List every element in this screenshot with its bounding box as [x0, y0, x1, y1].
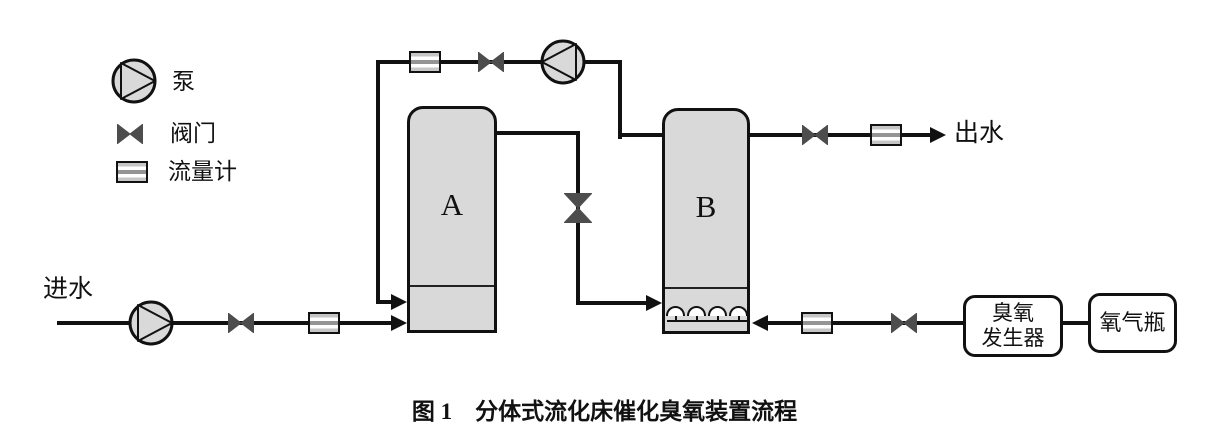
- ozone-flow-meter-icon: [801, 312, 833, 334]
- oxygen-cylinder-box: 氧气瓶: [1088, 293, 1177, 353]
- inlet-pipe: [57, 321, 393, 325]
- diffuser-stem: [738, 316, 740, 321]
- diffuser-stem: [696, 316, 698, 321]
- legend-flow-meter-label: 流量计: [168, 159, 237, 184]
- recirc-b-riser-pipe: [618, 60, 622, 139]
- recirc-stub-pipe: [376, 300, 393, 304]
- outlet-arrow-icon: [930, 127, 946, 143]
- diffuser-dome-icon: [708, 306, 727, 316]
- inlet-flow-meter-icon: [308, 312, 340, 334]
- recirc-down-pipe: [376, 60, 380, 304]
- vessel-a-divider: [410, 285, 494, 287]
- recirc-valve-icon: [477, 51, 505, 73]
- transfer-valve-icon: [563, 192, 593, 224]
- ozone-pipe: [766, 321, 963, 325]
- ozone-generator-label-line2: 发生器: [981, 326, 1045, 350]
- legend-valve-icon: [116, 123, 144, 145]
- diffuser-dome-icon: [687, 306, 706, 316]
- ozone-arrow-icon: [752, 315, 768, 331]
- vessel-a-label: A: [440, 187, 464, 222]
- transfer-top-pipe: [495, 131, 580, 135]
- ozone-generator-box: 臭氧 发生器: [963, 295, 1063, 357]
- vessel-b-label: B: [695, 189, 717, 224]
- inlet-valve-icon: [227, 312, 255, 334]
- transfer-arrow-icon: [646, 295, 662, 311]
- legend-pump-label: 泵: [172, 69, 195, 94]
- figure-caption: 图 1 分体式流化床催化臭氧装置流程: [411, 399, 798, 424]
- transfer-bottom-pipe: [576, 301, 646, 305]
- oxygen-connector-pipe: [1062, 321, 1089, 325]
- outlet-valve-icon: [801, 124, 829, 146]
- inlet-pump-icon: [127, 299, 175, 347]
- legend-pump-icon: [110, 57, 158, 105]
- diffuser-stem: [717, 316, 719, 321]
- diffuser-pipe: [667, 320, 747, 322]
- ozone-valve-icon: [890, 312, 918, 334]
- legend-flow-meter-icon: [116, 161, 148, 183]
- oxygen-cylinder-label: 氧气瓶: [1099, 309, 1166, 335]
- diffuser-dome-icon: [729, 306, 748, 316]
- diffuser-dome-icon: [666, 306, 685, 316]
- outlet-label: 出水: [954, 120, 1005, 147]
- vessel-b: B: [662, 108, 750, 334]
- inlet-arrow-icon: [391, 315, 407, 331]
- recirc-b-port-pipe: [618, 133, 665, 137]
- inlet-label: 进水: [43, 276, 94, 303]
- legend-valve-label: 阀门: [170, 121, 216, 146]
- diffuser-stem: [675, 316, 677, 321]
- vessel-b-divider: [665, 287, 747, 289]
- outlet-flow-meter-icon: [870, 124, 902, 146]
- recirc-arrow-icon: [391, 294, 407, 310]
- ozone-generator-label-line1: 臭氧: [992, 300, 1034, 325]
- vessel-a: A: [407, 106, 497, 333]
- recirc-flow-meter-icon: [409, 51, 441, 73]
- recirc-pump-icon: [539, 38, 587, 86]
- outlet-pipe: [750, 133, 932, 137]
